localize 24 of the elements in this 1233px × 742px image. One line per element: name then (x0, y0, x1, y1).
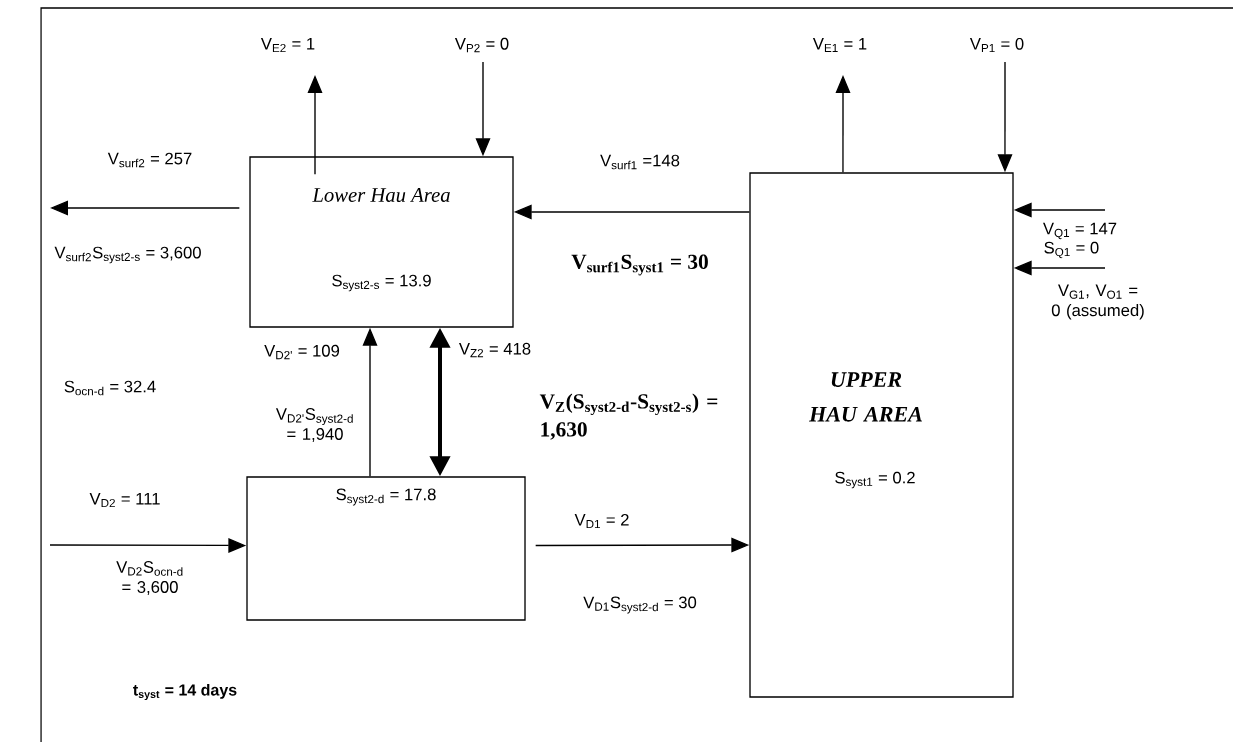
edge-label: V$_{Z2}$ = 418 (459, 342, 531, 358)
equation-label: S$_{Q1}$ = 0 (1044, 241, 1099, 259)
edge-label: V$_{E1}$ = 1 (812, 38, 867, 52)
process-box: S$_{syst2-d}$ = 17.8 (246, 476, 526, 621)
equation-label: V$_{surf2}$S$_{syst2-s}$ = 3,600 (54, 246, 201, 264)
edge-label: V$_{surf1}$ =148 (600, 154, 680, 170)
edge-label: V$_{surf2}$ = 257 (107, 152, 192, 168)
equation-label: V$_{Z}$(S$_{syst2-d}$-S$_{syst2-s}$) = 1,630 (539, 393, 718, 440)
equation-label: V$_{D1}$S$_{syst2-d}$ = 30 (583, 596, 697, 614)
equation-label: V$_{surf1}$S$_{syst1}$ = 30 (571, 254, 708, 276)
process-box: Lower Hau Area S$_{syst2-s}$ = 13.9 (249, 156, 514, 328)
edge-label: V$_{P2}$ = 0 (454, 37, 509, 53)
equation-label: V$_{D2}$S$_{ocn-d}$ = 3,600 (116, 561, 183, 595)
equation-label: t$_{syst}$ = 14 days (133, 683, 237, 701)
edge-label: V$_{P1}$ = 0 (969, 37, 1024, 53)
equation-label: V$_{D2'}$S$_{syst2-d}$ = 1,940 (275, 408, 353, 442)
edge-label: V$_{G1}$, V$_{O1}$ = 0 (assumed) (1051, 284, 1144, 320)
edge-label: V$_{D2}$ = 111 (89, 492, 160, 508)
edge-label: V$_{D1}$ = 2 (574, 513, 629, 529)
edge-label: V$_{E2}$ = 1 (260, 37, 315, 53)
edge-label: V$_{Q1}$ = 147 (1043, 222, 1117, 240)
edge-label: V$_{D2'}$ = 109 (264, 344, 340, 360)
process-box: UPPER HAU AREA S$_{syst1}$ = 0.2 (749, 172, 1014, 698)
equation-label: S$_{ocn-d}$ = 32.4 (64, 380, 156, 396)
